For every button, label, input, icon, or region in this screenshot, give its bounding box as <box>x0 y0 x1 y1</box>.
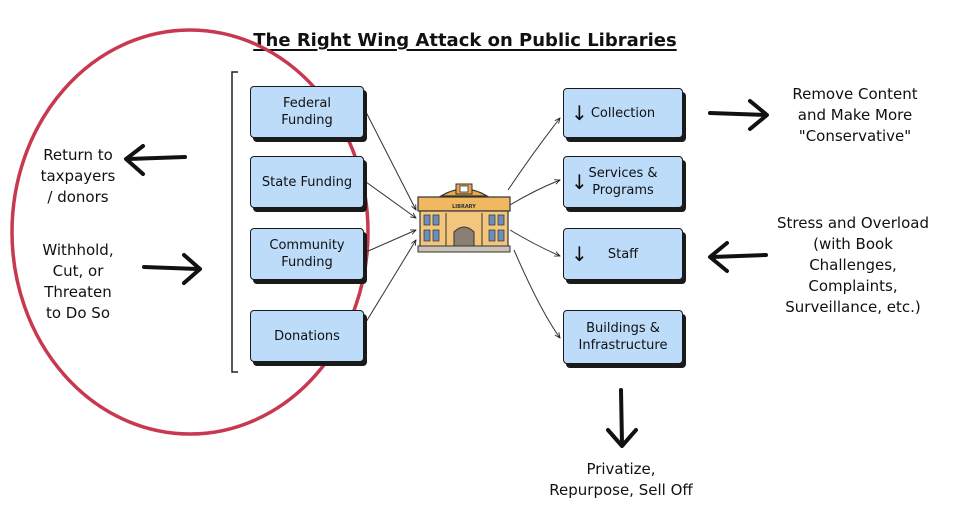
arrow-left-stress-icon <box>708 241 768 273</box>
box-label: State Funding <box>261 174 353 190</box>
box-staff: ↓ Staff <box>563 228 683 280</box>
connector-federal <box>365 111 416 210</box>
library-icon: LIBRARY <box>417 183 511 253</box>
connector-donations <box>365 240 416 323</box>
box-services-programs: ↓ Services & Programs <box>563 156 683 208</box>
box-federal-funding: Federal Funding <box>250 86 364 138</box>
decrease-arrow-icon: ↓ <box>571 101 588 125</box>
decrease-arrow-icon: ↓ <box>571 170 588 194</box>
box-label: Staff <box>607 246 639 262</box>
library-icon-label: LIBRARY <box>452 204 476 210</box>
note-remove-content: Remove Content and Make More "Conservati… <box>792 85 918 145</box>
box-collection: ↓ Collection <box>563 88 683 138</box>
connector-buildings <box>513 249 560 338</box>
connector-state <box>365 181 416 218</box>
arrow-down-privatize-icon <box>606 388 638 448</box>
note-return-to-taxpayers: Return to taxpayers / donors <box>40 146 116 206</box>
box-buildings-infrastructure: Buildings & Infrastructure <box>563 310 683 364</box>
highlight-circle <box>10 28 370 436</box>
box-label: Donations <box>274 328 340 344</box>
box-state-funding: State Funding <box>250 156 364 208</box>
connector-services <box>509 180 560 206</box>
arrow-right-remove-content-icon <box>708 99 769 131</box>
box-label: Federal Funding <box>281 96 333 128</box>
box-donations: Donations <box>250 310 364 362</box>
box-community-funding: Community Funding <box>250 228 364 280</box>
box-label: Buildings & Infrastructure <box>578 321 668 353</box>
funding-bracket <box>231 71 238 373</box>
note-stress-overload: Stress and Overload (with Book Challenge… <box>777 214 929 316</box>
diagram-title: The Right Wing Attack on Public Librarie… <box>253 30 677 51</box>
note-withhold-cut: Withhold, Cut, or Threaten to Do So <box>42 241 114 322</box>
arrow-right-withhold-icon <box>142 253 202 285</box>
connector-community <box>365 229 416 253</box>
note-privatize: Privatize, Repurpose, Sell Off <box>549 460 693 499</box>
arrow-left-return-icon <box>124 144 187 176</box>
decrease-arrow-icon: ↓ <box>571 242 588 266</box>
connector-collection <box>507 118 560 191</box>
connector-staff <box>509 229 560 257</box>
box-label: Services & Programs <box>588 166 658 198</box>
box-label: Collection <box>590 105 656 121</box>
box-label: Community Funding <box>269 238 345 270</box>
